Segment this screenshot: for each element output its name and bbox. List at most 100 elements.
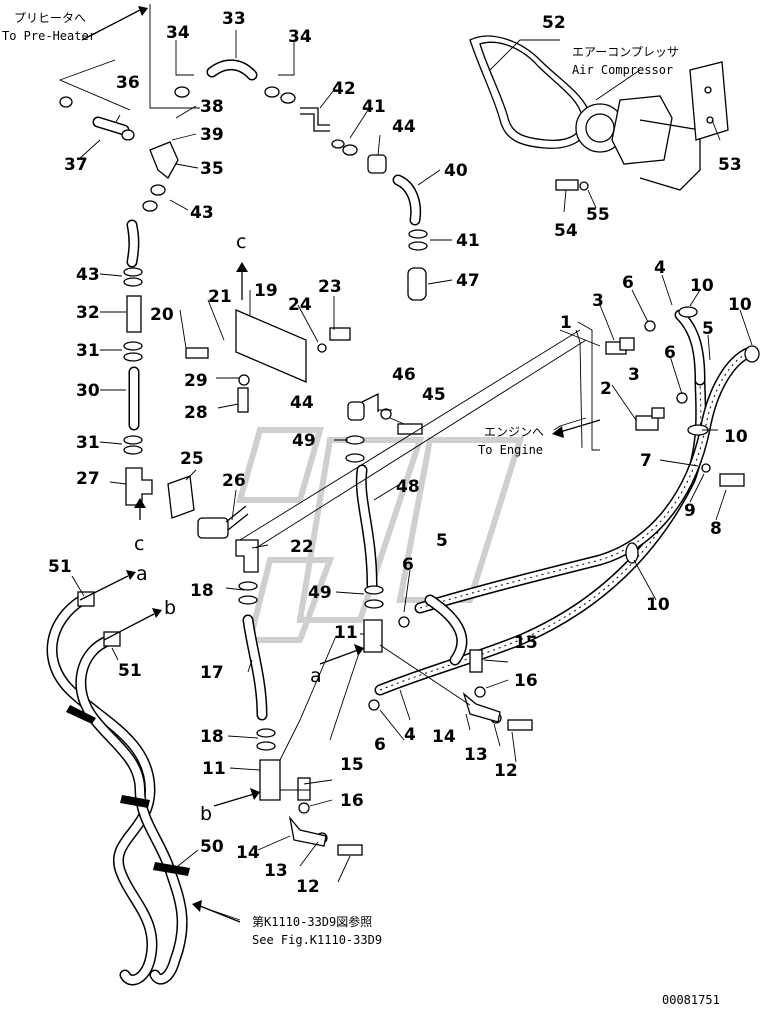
part-41: 41 bbox=[362, 97, 386, 117]
part-10b: 10 bbox=[728, 295, 752, 315]
part-16: 16 bbox=[514, 671, 538, 691]
part-55: 55 bbox=[586, 205, 610, 225]
pre-heater-jp: プリヒータへ bbox=[14, 11, 86, 25]
connection-tags: c c a b a b bbox=[134, 231, 322, 825]
part-20: 20 bbox=[150, 305, 174, 325]
part-32: 32 bbox=[76, 303, 100, 323]
part-36: 36 bbox=[116, 73, 140, 93]
part-27: 27 bbox=[76, 469, 100, 489]
fittings bbox=[59, 35, 760, 876]
part-41b: 41 bbox=[456, 231, 480, 251]
part-25: 25 bbox=[180, 449, 204, 469]
part-14b: 14 bbox=[236, 843, 260, 863]
hose-lines bbox=[46, 59, 756, 986]
part-35: 35 bbox=[200, 159, 224, 179]
part-43: 43 bbox=[190, 203, 214, 223]
part-45: 45 bbox=[422, 385, 446, 405]
part-40: 40 bbox=[444, 161, 468, 181]
pre-heater-en: To Pre-Heater bbox=[2, 29, 96, 43]
part-29: 29 bbox=[184, 371, 208, 391]
tag-b-center: b bbox=[200, 803, 212, 825]
part-13b: 13 bbox=[264, 861, 288, 881]
part-12b: 12 bbox=[296, 877, 320, 897]
part-9: 9 bbox=[684, 501, 696, 521]
part-number-labels: 1 2 3 3 4 4 5 5 6 6 6 6 7 8 9 10 10 10 1… bbox=[48, 9, 752, 897]
part-6c: 6 bbox=[402, 555, 414, 575]
part-7: 7 bbox=[640, 451, 652, 471]
part-13: 13 bbox=[464, 745, 488, 765]
tag-c-top: c bbox=[236, 231, 246, 253]
part-44: 44 bbox=[392, 117, 416, 137]
air-compressor-jp: エアーコンプレッサ bbox=[572, 45, 679, 59]
tag-b-left: b bbox=[164, 597, 176, 619]
part-18: 18 bbox=[190, 581, 214, 601]
part-47: 47 bbox=[456, 271, 480, 291]
part-24: 24 bbox=[288, 295, 312, 315]
part-51: 51 bbox=[48, 557, 72, 577]
part-37: 37 bbox=[64, 155, 88, 175]
part-6d: 6 bbox=[374, 735, 386, 755]
engine-jp: エンジンへ bbox=[484, 425, 544, 439]
tag-a-left: a bbox=[136, 563, 148, 585]
part-6: 6 bbox=[622, 273, 634, 293]
part-14: 14 bbox=[432, 727, 456, 747]
part-15b: 15 bbox=[340, 755, 364, 775]
part-3b: 3 bbox=[628, 365, 640, 385]
part-26: 26 bbox=[222, 471, 246, 491]
part-22: 22 bbox=[290, 537, 314, 557]
tag-c-bottom: c bbox=[134, 533, 144, 555]
part-3: 3 bbox=[592, 291, 604, 311]
part-50: 50 bbox=[200, 837, 224, 857]
part-34: 34 bbox=[166, 23, 190, 43]
part-17: 17 bbox=[200, 663, 224, 683]
part-8: 8 bbox=[710, 519, 722, 539]
part-10: 10 bbox=[690, 276, 714, 296]
part-12: 12 bbox=[494, 761, 518, 781]
air-compressor-en: Air Compressor bbox=[572, 63, 673, 77]
part-15: 15 bbox=[514, 633, 538, 653]
part-30: 30 bbox=[76, 381, 100, 401]
part-11b: 11 bbox=[202, 759, 226, 779]
annotations: プリヒータへ To Pre-Heater エアーコンプレッサ Air Compr… bbox=[2, 11, 720, 1007]
part-11: 11 bbox=[334, 623, 358, 643]
part-46: 46 bbox=[392, 365, 416, 385]
part-19: 19 bbox=[254, 281, 278, 301]
engine-en: To Engine bbox=[478, 443, 543, 457]
part-10c: 10 bbox=[724, 427, 748, 447]
leader-lines bbox=[58, 4, 753, 923]
part-38: 38 bbox=[200, 97, 224, 117]
part-51b: 51 bbox=[118, 661, 142, 681]
part-34b: 34 bbox=[288, 27, 312, 47]
part-5b: 5 bbox=[436, 531, 448, 551]
tag-a-center: a bbox=[310, 665, 322, 687]
part-21: 21 bbox=[208, 287, 232, 307]
part-6b: 6 bbox=[664, 343, 676, 363]
part-39: 39 bbox=[200, 125, 224, 145]
watermark bbox=[236, 427, 525, 643]
part-53: 53 bbox=[718, 155, 742, 175]
part-54: 54 bbox=[554, 221, 578, 241]
part-49: 49 bbox=[292, 431, 316, 451]
part-43b: 43 bbox=[76, 265, 100, 285]
drawing-number: 00081751 bbox=[662, 993, 720, 1007]
part-2: 2 bbox=[600, 379, 612, 399]
part-31: 31 bbox=[76, 341, 100, 361]
part-28: 28 bbox=[184, 403, 208, 423]
see-fig-en: See Fig.K1110-33D9 bbox=[252, 933, 382, 947]
part-4b: 4 bbox=[404, 725, 416, 745]
part-33: 33 bbox=[222, 9, 246, 29]
part-16b: 16 bbox=[340, 791, 364, 811]
part-5: 5 bbox=[702, 319, 714, 339]
part-48: 48 bbox=[396, 477, 420, 497]
part-10d: 10 bbox=[646, 595, 670, 615]
part-49b: 49 bbox=[308, 583, 332, 603]
part-52: 52 bbox=[542, 13, 566, 33]
part-42: 42 bbox=[332, 79, 356, 99]
part-1: 1 bbox=[560, 313, 572, 333]
part-44b: 44 bbox=[290, 393, 314, 413]
part-4: 4 bbox=[654, 258, 666, 278]
part-23: 23 bbox=[318, 277, 342, 297]
part-31b: 31 bbox=[76, 433, 100, 453]
see-fig-jp: 第K1110-33D9図参照 bbox=[252, 914, 372, 929]
